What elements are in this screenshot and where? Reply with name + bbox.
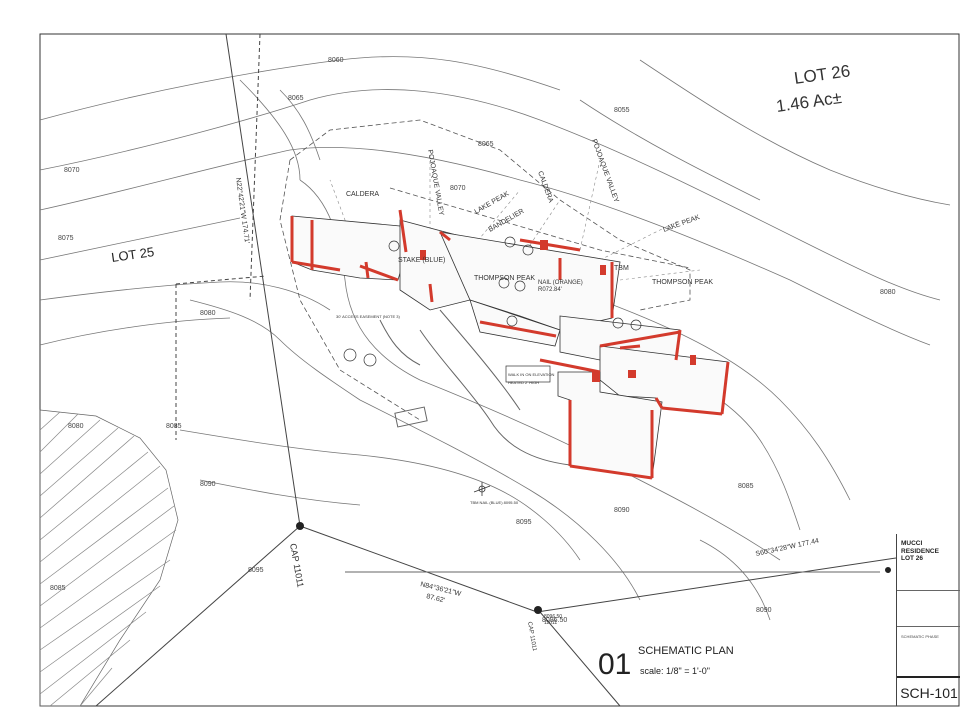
svg-text:CAP 11011: CAP 11011 [526, 621, 537, 652]
svg-text:LAKE PEAK: LAKE PEAK [662, 214, 701, 234]
svg-text:CALDERA: CALDERA [346, 191, 379, 198]
house-floor-plan [290, 209, 730, 480]
svg-text:NAIL (ORANGE)R072.84': NAIL (ORANGE)R072.84' [538, 280, 583, 293]
svg-text:8070: 8070 [64, 167, 80, 174]
driveway [379, 309, 571, 466]
contour-labels: 8060 8065 8070 8075 8080 8085 8090 8095 … [50, 57, 896, 624]
lot26-name: LOT 26 [793, 61, 851, 88]
contour-lines [39, 56, 951, 621]
svg-text:8080: 8080 [68, 423, 84, 430]
svg-text:8080: 8080 [880, 289, 896, 296]
sheet-border [39, 33, 960, 707]
svg-text:CAP 11011: CAP 11011 [288, 543, 306, 589]
svg-text:8085: 8085 [738, 483, 754, 490]
sheet-number: SCH-101 [897, 676, 960, 708]
svg-text:8095: 8095 [248, 567, 264, 574]
svg-text:8070: 8070 [450, 185, 466, 192]
phase-label: SCHEMATIC PHASE [901, 634, 939, 639]
svg-text:8060: 8060 [328, 57, 344, 64]
lot26-area: 1.46 Ac± [775, 88, 843, 116]
svg-text:TBM NAIL (BLUE) 8095.50: TBM NAIL (BLUE) 8095.50 [470, 500, 519, 505]
svg-text:POJOAQUE VALLEY: POJOAQUE VALLEY [590, 138, 620, 203]
svg-text:8095: 8095 [516, 519, 532, 526]
north-arrow-icon [473, 482, 491, 496]
svg-text:8090: 8090 [200, 481, 216, 488]
lot25-name: LOT 25 [110, 244, 155, 265]
svg-text:8085: 8085 [166, 423, 182, 430]
project-name: MUCCI RESIDENCE LOT 26 [901, 540, 939, 562]
svg-text:8080: 8080 [200, 310, 216, 317]
drawing-number: 01 [598, 648, 631, 681]
svg-text:S60°34'28"W 177.44: S60°34'28"W 177.44 [755, 537, 820, 558]
monument-cap-1 [296, 522, 304, 530]
monument-cap-2 [534, 606, 542, 614]
svg-text:8085: 8085 [50, 585, 66, 592]
svg-text:8090: 8090 [756, 607, 772, 614]
svg-text:CALDERA: CALDERA [536, 170, 554, 204]
svg-text:8065: 8065 [288, 95, 304, 102]
steep-slope-hatch [39, 409, 179, 707]
svg-text:LAKE PEAK: LAKE PEAK [474, 190, 511, 215]
drawing-scale: scale: 1/8" = 1'-0" [640, 666, 710, 676]
svg-text:THOMPSON PEAK: THOMPSON PEAK [474, 275, 535, 282]
svg-text:TBM: TBM [614, 265, 629, 272]
svg-text:87.62': 87.62' [426, 593, 446, 604]
svg-text:STAKE (BLUE): STAKE (BLUE) [398, 257, 445, 264]
svg-text:30' ACCESS EASEMENT (NOTE 3): 30' ACCESS EASEMENT (NOTE 3) [336, 314, 400, 319]
survey-monuments [296, 522, 891, 614]
title-block: MUCCI RESIDENCE LOT 26 SCHEMATIC PHASE S… [896, 534, 960, 706]
svg-text:8065: 8065 [478, 141, 494, 148]
svg-text:THOMPSON PEAK: THOMPSON PEAK [652, 279, 713, 286]
svg-text:POJOAQUE VALLEY: POJOAQUE VALLEY [426, 149, 445, 216]
monument-cap-3 [885, 567, 891, 573]
svg-text:BANDELIER: BANDELIER [488, 208, 526, 234]
lot-lines [95, 33, 897, 707]
drawing-title: SCHEMATIC PLAN [638, 645, 734, 657]
svg-text:8055: 8055 [614, 107, 630, 114]
svg-text:8096.50: 8096.50 [542, 617, 567, 624]
svg-text:8075: 8075 [58, 235, 74, 242]
svg-text:8090: 8090 [614, 507, 630, 514]
